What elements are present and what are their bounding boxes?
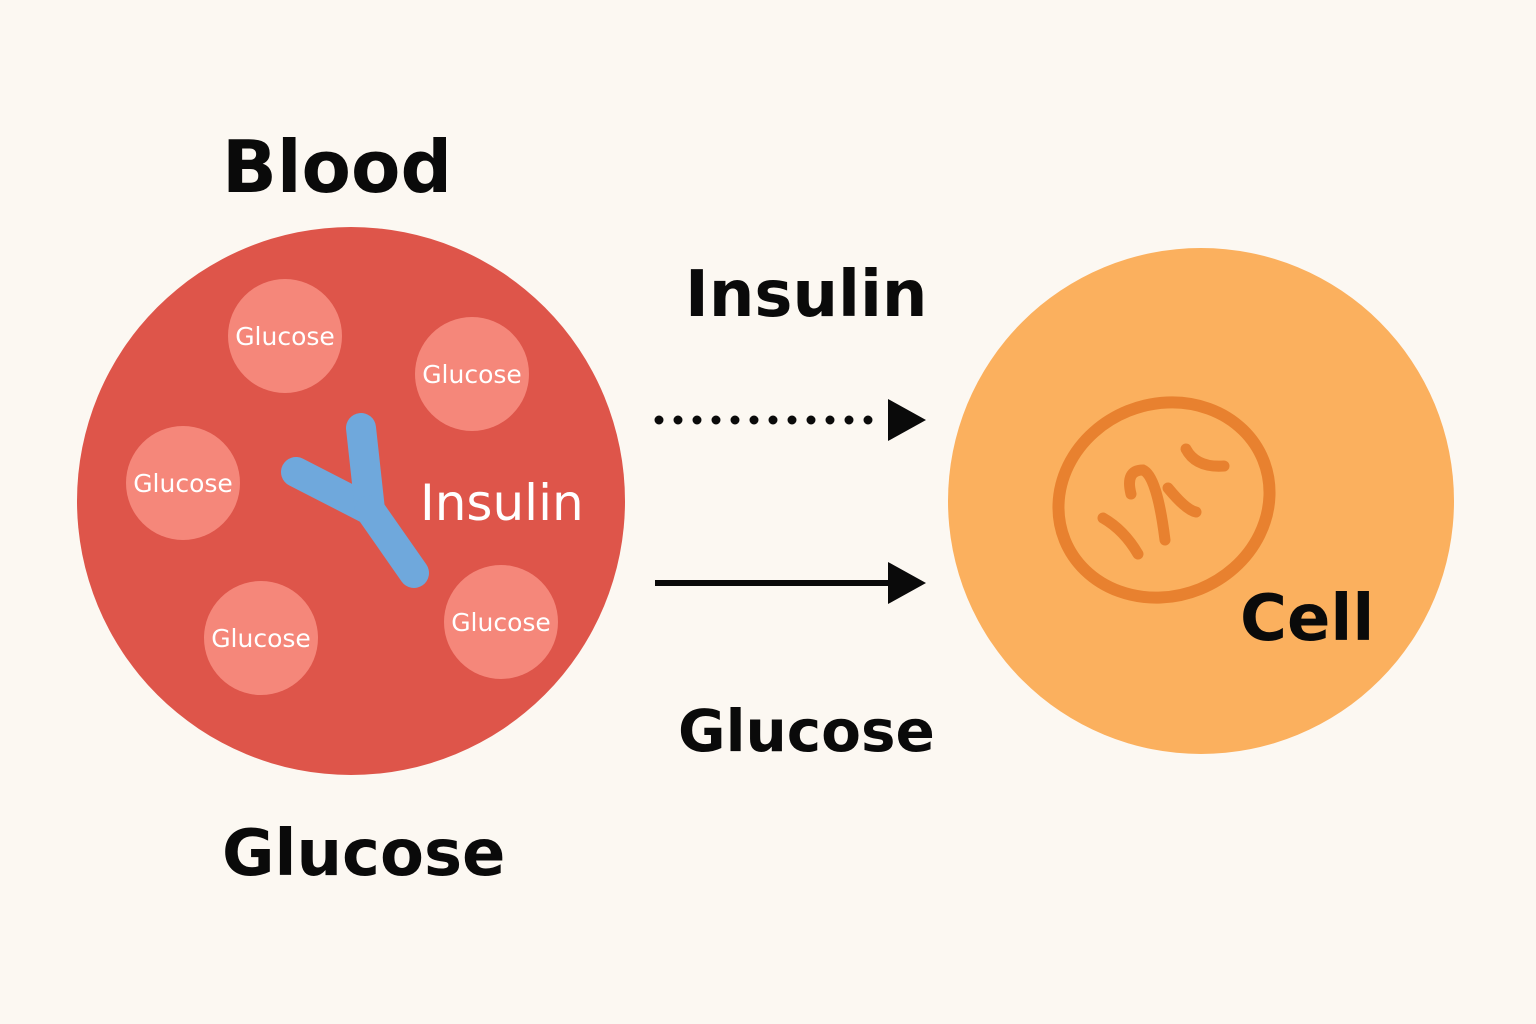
insulin-in-blood-label: Insulin: [420, 474, 584, 532]
glucose-molecule-label: Glucose: [133, 469, 233, 498]
cell: Cell: [948, 248, 1454, 754]
glucose-molecule: Glucose: [126, 426, 240, 540]
glucose-molecule-label: Glucose: [422, 360, 522, 389]
glucose-molecule-label: Glucose: [235, 322, 335, 351]
glucose-molecule: Glucose: [204, 581, 318, 695]
cell-circle: [948, 248, 1454, 754]
insulin-arrow-label: Insulin: [685, 258, 927, 332]
cell-label: Cell: [1240, 582, 1374, 656]
dotted-arrow-icon: [654, 399, 926, 441]
glucose-molecule: Glucose: [228, 279, 342, 393]
solid-arrow-icon: [655, 562, 926, 604]
glucose-molecule-label: Glucose: [451, 608, 551, 637]
glucose-molecule: Glucose: [415, 317, 529, 431]
blood-vessel: Glucose Glucose Glucose Glucose Glucose …: [77, 227, 625, 775]
glucose-molecule-label: Glucose: [211, 624, 311, 653]
blood-glucose-label: Glucose: [222, 817, 505, 891]
blood-title: Blood: [222, 125, 452, 209]
glucose-arrow-label: Glucose: [678, 697, 935, 765]
insulin-y-icon: [281, 413, 429, 588]
glucose-molecule: Glucose: [444, 565, 558, 679]
mitochondrion-icon: [1052, 396, 1276, 604]
